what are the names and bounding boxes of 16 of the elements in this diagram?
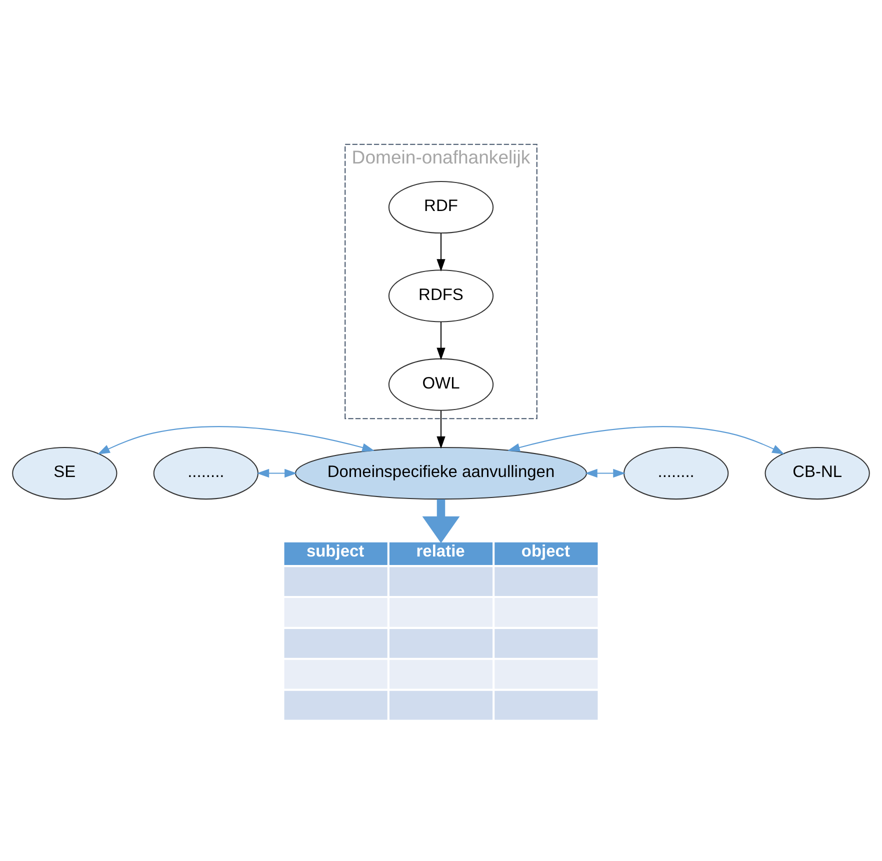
node-ellipse: RDFS — [388, 269, 494, 322]
arrow — [436, 232, 446, 271]
arrow — [436, 322, 446, 360]
node-ellipse: RDF — [388, 180, 494, 234]
node-ellipse: Domeinspecifieke aanvullingen — [294, 446, 588, 500]
node-ellipse: OWL — [388, 358, 494, 410]
arrow — [256, 468, 297, 478]
node-ellipse: ........ — [153, 446, 258, 500]
arrow — [97, 426, 375, 454]
arrow — [507, 426, 785, 454]
arrow — [584, 468, 626, 478]
arrow — [436, 410, 446, 448]
node-ellipse: SE — [12, 446, 118, 500]
node-ellipse: ........ — [624, 446, 729, 500]
node-ellipse: CB-NL — [764, 446, 870, 500]
arrow — [422, 498, 460, 543]
